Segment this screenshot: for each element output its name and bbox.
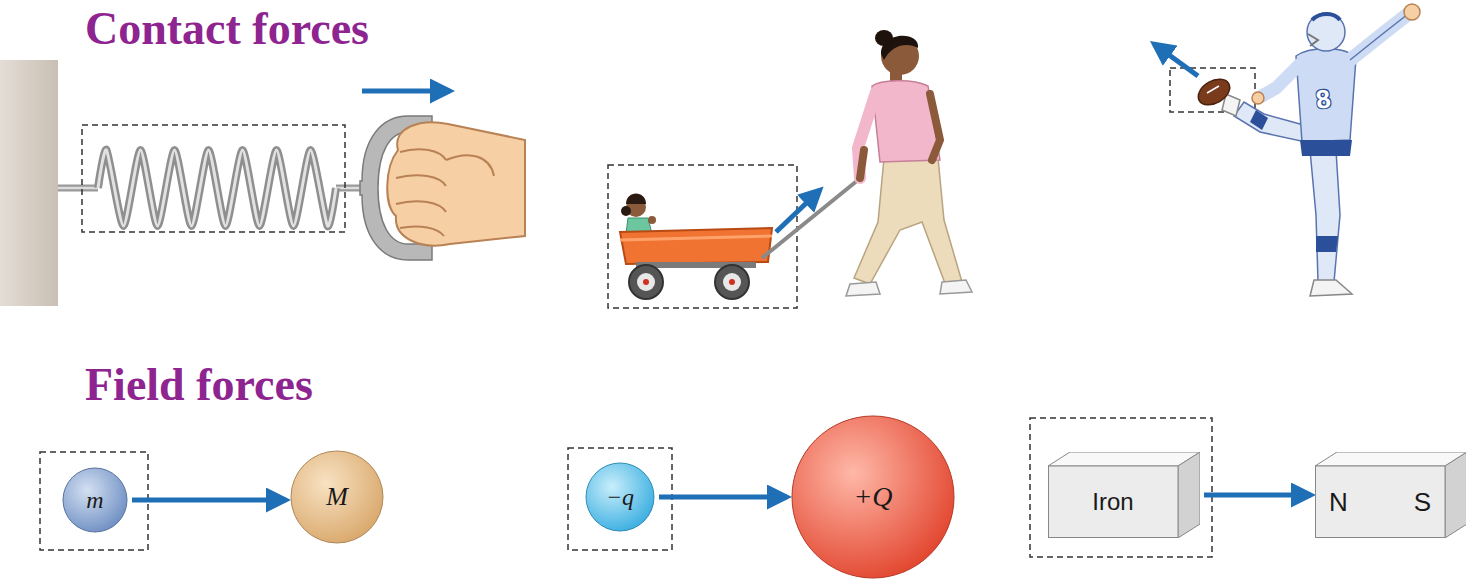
wagon (608, 165, 797, 308)
football-player (1300, 140, 1352, 156)
wagon (648, 216, 656, 224)
text-holder: Iron (1048, 466, 1178, 538)
spring (58, 185, 98, 192)
wagon (629, 265, 663, 299)
force-arrow (362, 89, 450, 94)
symbol-label: +Q (853, 483, 892, 511)
spring (98, 150, 336, 226)
wagon (626, 194, 646, 205)
hand (446, 155, 494, 176)
block-label: Iron (1092, 490, 1133, 514)
symbol-label: M (326, 484, 348, 510)
symbol-label: −q (606, 485, 634, 509)
text-holder: +Q (791, 415, 955, 579)
football-player (1252, 92, 1264, 104)
wagon (729, 279, 735, 285)
football-player (1404, 4, 1420, 20)
charge-sphere: −q (585, 462, 655, 532)
block-side (1445, 452, 1466, 538)
sphere (291, 451, 383, 543)
hand (396, 149, 446, 236)
wall (0, 60, 58, 306)
football (1194, 74, 1234, 110)
football-player (1307, 13, 1345, 51)
wagon (637, 273, 655, 291)
person-pulling (858, 92, 876, 178)
block-side (1178, 452, 1200, 538)
football-player (1250, 110, 1268, 130)
football-player (1316, 236, 1338, 252)
system-boundary (40, 452, 148, 550)
wagon (621, 206, 631, 216)
football (1207, 86, 1219, 93)
football-player (1308, 34, 1318, 46)
person-pulling (860, 150, 864, 178)
wagon (723, 273, 741, 291)
section-heading: Field forces (85, 360, 313, 411)
force-arrow (132, 498, 286, 503)
text-holder: −q (585, 462, 655, 532)
football-player (1262, 64, 1300, 96)
text-holder: NS (1315, 466, 1445, 538)
spring (58, 150, 366, 226)
block-label: S (1414, 489, 1431, 515)
spring (58, 187, 98, 190)
hand (387, 122, 525, 245)
block-front (1316, 466, 1446, 538)
force-arrow (1154, 44, 1198, 76)
person-pulling (940, 280, 972, 294)
block-top (1048, 452, 1200, 466)
force-arrow (659, 495, 787, 500)
force-arrow (1204, 493, 1311, 498)
wagon (643, 279, 649, 285)
football-player (1312, 14, 1340, 20)
football-player (1350, 14, 1408, 60)
sphere (586, 463, 654, 531)
system-boundary (1030, 418, 1212, 557)
person-pulling (872, 81, 940, 162)
text-holder: M (290, 450, 384, 544)
person-pulling (846, 30, 972, 296)
football-player (1350, 14, 1408, 60)
wagon (762, 180, 858, 258)
symbol-label: m (86, 488, 103, 512)
wagon (620, 236, 772, 240)
block-front (1049, 466, 1179, 538)
block-top (1315, 452, 1466, 466)
wagon (715, 265, 749, 299)
bar-magnet: NS (1315, 452, 1466, 538)
mass-sphere: M (290, 450, 384, 544)
system-boundary (568, 448, 672, 550)
wagon (608, 165, 858, 308)
text-holder: m (62, 467, 128, 533)
person-pulling (875, 30, 893, 46)
sphere (63, 468, 127, 532)
charge-sphere: +Q (791, 415, 955, 579)
mass-sphere: m (62, 467, 128, 533)
person-pulling (854, 158, 962, 286)
football-player (1310, 150, 1340, 282)
football (1194, 74, 1234, 110)
person-pulling (930, 94, 940, 160)
hand (387, 122, 525, 245)
iron-block: Iron (1048, 452, 1200, 538)
spring (98, 150, 336, 226)
football-player (1310, 280, 1352, 296)
section-heading: Contact forces (85, 4, 369, 55)
block-label: N (1329, 489, 1348, 515)
force-arrow (776, 190, 820, 232)
wagon (620, 228, 772, 264)
person-pulling (846, 282, 880, 296)
system-boundary (82, 125, 345, 232)
sphere (792, 416, 954, 578)
football-player (1170, 4, 1420, 296)
